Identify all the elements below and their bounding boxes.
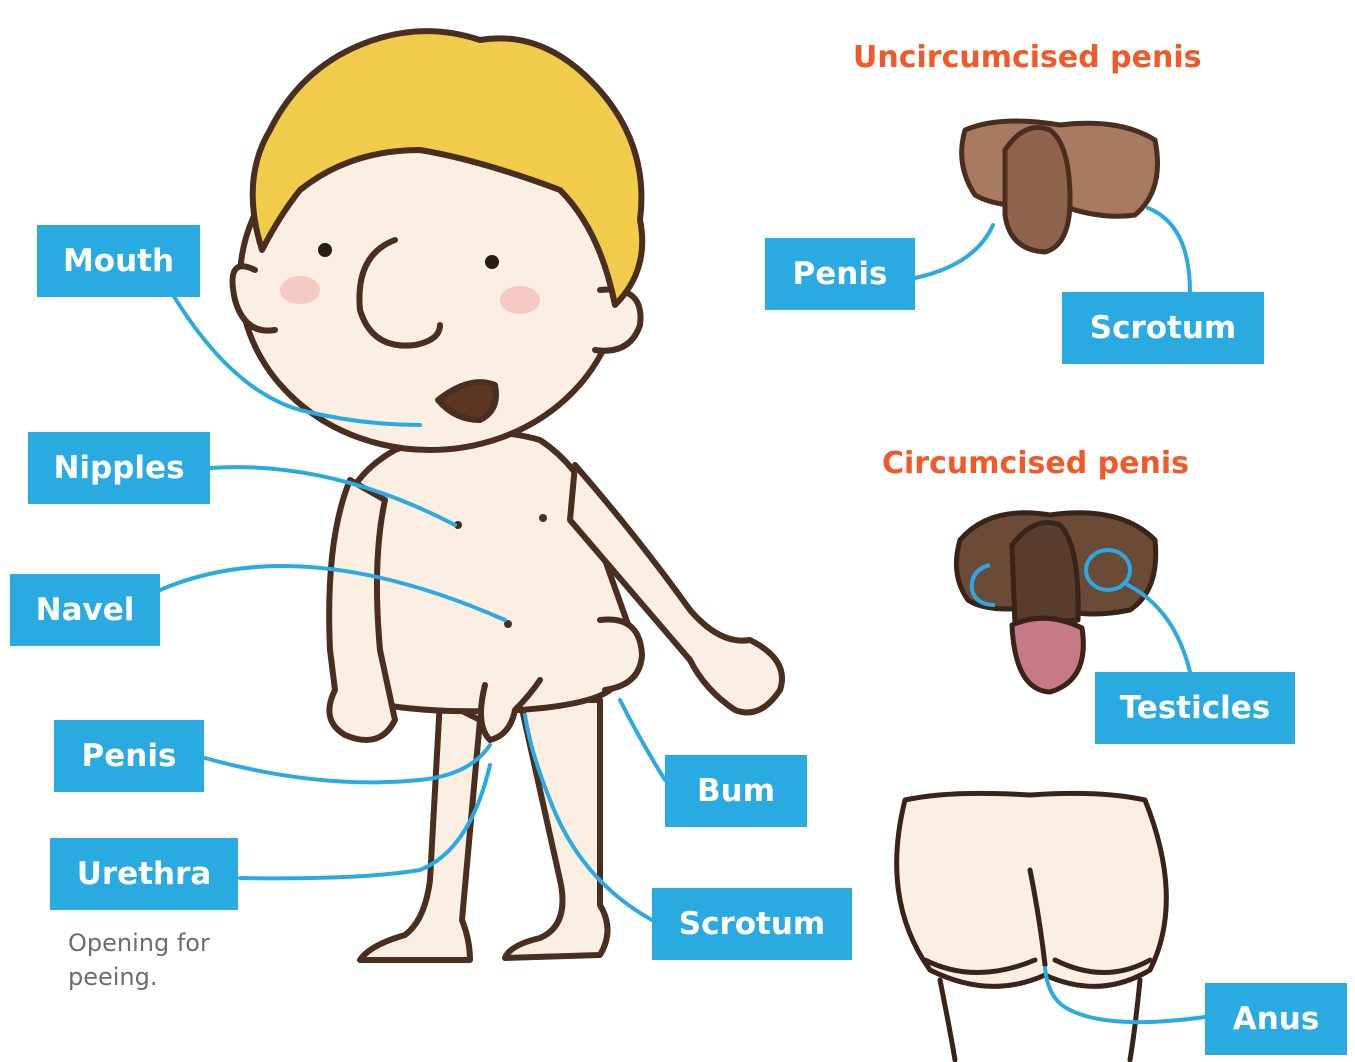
label-uncircumcised-penis: Penis <box>765 238 915 310</box>
label-anus: Anus <box>1205 983 1347 1055</box>
label-bum: Bum <box>665 755 807 827</box>
label-testicles: Testicles <box>1095 672 1295 744</box>
right-cheek <box>500 286 540 314</box>
urethra-note: Opening for peeing. <box>68 926 210 994</box>
left-cheek <box>280 276 320 304</box>
circumcised-shaft-shape <box>1012 523 1078 626</box>
label-nipples: Nipples <box>28 432 210 504</box>
bum-leader <box>620 700 665 780</box>
uncircumcised-scrotum-leader <box>1148 208 1190 292</box>
bum-shape <box>600 619 642 690</box>
right-thigh-line <box>1130 980 1140 1060</box>
nipple-right <box>539 514 547 522</box>
label-mouth: Mouth <box>37 225 200 297</box>
label-penis: Penis <box>54 720 204 792</box>
label-uncircumcised-scrotum: Scrotum <box>1062 292 1264 364</box>
urethra-note-line-1: Opening for <box>68 926 210 960</box>
urethra-note-line-2: peeing. <box>68 960 210 994</box>
uncircumcised-penis-leader <box>915 225 993 278</box>
label-navel: Navel <box>10 574 160 646</box>
right-leg <box>505 700 608 958</box>
circumcised-glans-shape <box>1012 618 1083 692</box>
left-thigh-line <box>940 980 955 1060</box>
label-scrotum: Scrotum <box>652 888 852 960</box>
uncircumcised-penis-shape <box>1005 128 1070 253</box>
uncircumcised-heading: Uncircumcised penis <box>853 40 1202 75</box>
circumcised-heading: Circumcised penis <box>882 446 1189 481</box>
circumcised-illustration <box>956 513 1155 692</box>
left-eye <box>318 243 332 257</box>
right-eye <box>485 255 499 269</box>
label-urethra: Urethra <box>50 838 238 910</box>
